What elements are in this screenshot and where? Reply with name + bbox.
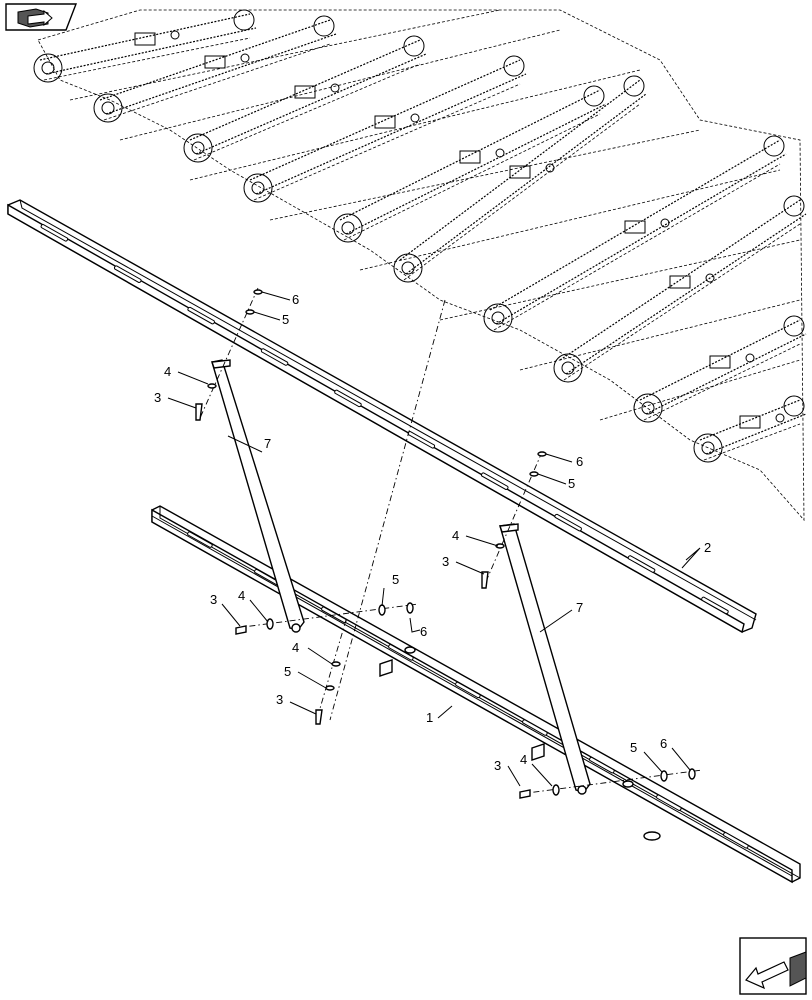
beam-part-1 bbox=[151, 505, 801, 884]
beam-slot bbox=[455, 681, 481, 699]
rail-slot bbox=[113, 265, 142, 283]
rail-part-2 bbox=[7, 199, 757, 634]
rail-slot bbox=[260, 348, 289, 366]
chain-drive bbox=[553, 195, 807, 383]
rail-slot bbox=[40, 224, 69, 242]
callout-7: 7 bbox=[264, 436, 271, 451]
callout-4: 4 bbox=[238, 588, 245, 603]
callout-4: 4 bbox=[520, 752, 527, 767]
chain-drive bbox=[183, 35, 427, 163]
callout-6: 6 bbox=[660, 736, 667, 751]
callout-6: 6 bbox=[576, 454, 583, 469]
callout-labels: 6 5 4 3 7 6 5 4 3 2 7 5 3 4 6 4 5 3 1 3 … bbox=[154, 292, 711, 773]
nav-return-arrow-icon[interactable] bbox=[739, 937, 807, 995]
beam-slot bbox=[388, 644, 414, 661]
callout-4: 4 bbox=[164, 364, 171, 379]
callout-6: 6 bbox=[292, 292, 299, 307]
callout-6: 6 bbox=[420, 624, 427, 639]
strut-right-part-7 bbox=[499, 523, 591, 795]
nav-book-arrow-icon[interactable] bbox=[5, 3, 78, 31]
callout-5: 5 bbox=[282, 312, 289, 327]
chain-drive bbox=[483, 135, 787, 333]
chain-drive bbox=[393, 75, 647, 283]
chain-drive bbox=[693, 395, 807, 463]
chain-drive bbox=[633, 315, 807, 423]
callout-5: 5 bbox=[284, 664, 291, 679]
callout-3: 3 bbox=[442, 554, 449, 569]
rail-slot bbox=[334, 389, 362, 408]
chain-drive bbox=[243, 55, 527, 203]
beam-slot bbox=[723, 832, 749, 849]
beam-slot bbox=[522, 719, 548, 736]
callout-5: 5 bbox=[568, 476, 575, 491]
callout-3: 3 bbox=[494, 758, 501, 773]
callout-3: 3 bbox=[210, 592, 217, 607]
callout-3: 3 bbox=[276, 692, 283, 707]
hardware bbox=[195, 289, 696, 799]
callout-4: 4 bbox=[292, 640, 299, 655]
beam-slot bbox=[589, 756, 615, 774]
rail-slot bbox=[187, 306, 215, 325]
strut-left-part-7 bbox=[211, 359, 305, 633]
rail-slot bbox=[701, 596, 729, 615]
callout-3: 3 bbox=[154, 390, 161, 405]
header-chain-assembly bbox=[33, 9, 807, 522]
rail-slot bbox=[480, 472, 509, 490]
callout-5: 5 bbox=[392, 572, 399, 587]
chain-drive bbox=[33, 9, 257, 83]
beam-slot bbox=[656, 794, 682, 811]
chain-drive bbox=[93, 15, 337, 123]
callout-leaders bbox=[167, 291, 701, 787]
chain-drive bbox=[333, 85, 607, 243]
callout-5: 5 bbox=[630, 740, 637, 755]
callout-2: 2 bbox=[704, 540, 711, 555]
beam-slot bbox=[187, 531, 213, 548]
callout-1: 1 bbox=[426, 710, 433, 725]
callout-4: 4 bbox=[452, 528, 459, 543]
callout-7: 7 bbox=[576, 600, 583, 615]
rail-slot bbox=[554, 513, 582, 532]
rail-slot bbox=[627, 555, 656, 573]
